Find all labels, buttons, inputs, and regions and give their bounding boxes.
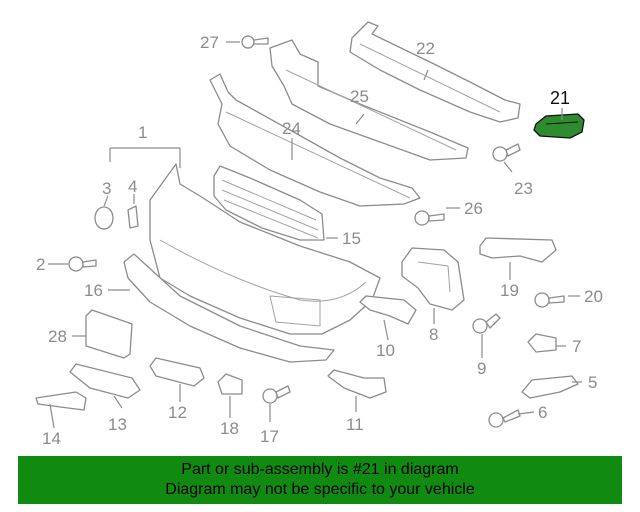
notice-line-2: Diagram may not be specific to your vehi… bbox=[165, 481, 475, 498]
callout-26: 26 bbox=[464, 199, 483, 218]
callout-1: 1 bbox=[138, 123, 147, 142]
part-12-grille-insert[interactable] bbox=[149, 357, 205, 387]
part-4-clip[interactable] bbox=[127, 205, 139, 229]
callout-6: 6 bbox=[538, 403, 547, 422]
callout-18: 18 bbox=[220, 419, 239, 438]
screw-27[interactable] bbox=[241, 35, 269, 49]
callout-9: 9 bbox=[477, 359, 486, 378]
callout-13: 13 bbox=[108, 415, 127, 434]
callout-25: 25 bbox=[350, 87, 369, 106]
callout-2: 2 bbox=[36, 255, 45, 274]
part-25-bumper-bar[interactable] bbox=[269, 39, 469, 161]
part-7-clip[interactable] bbox=[527, 333, 557, 353]
part-21-highlighted[interactable] bbox=[533, 113, 585, 139]
part-13-fog-frame[interactable] bbox=[69, 363, 141, 399]
part-19-bracket[interactable] bbox=[479, 237, 557, 263]
callout-16: 16 bbox=[84, 281, 103, 300]
callout-7: 7 bbox=[572, 337, 581, 356]
notice-line-1: Part or sub-assembly is #21 in diagram bbox=[181, 461, 459, 478]
callout-10: 10 bbox=[376, 341, 395, 360]
callout-21: 21 bbox=[550, 88, 570, 108]
callout-23: 23 bbox=[514, 179, 533, 198]
callout-24: 24 bbox=[282, 119, 301, 138]
part-10-trim[interactable] bbox=[359, 295, 417, 325]
part-16-spoiler[interactable] bbox=[123, 253, 335, 363]
part-28-plate[interactable] bbox=[85, 309, 133, 359]
screw-23[interactable] bbox=[492, 143, 521, 162]
part-8-air-duct[interactable] bbox=[401, 247, 465, 311]
screw-2[interactable] bbox=[68, 256, 97, 272]
callout-8: 8 bbox=[429, 325, 438, 344]
callout-11: 11 bbox=[346, 415, 364, 434]
parts-diagram: 1 2 3 4 5 6 7 8 9 10 11 12 13 14 15 16 1… bbox=[35, 21, 603, 448]
part-3-cap[interactable] bbox=[94, 206, 114, 230]
part-5-bracket[interactable] bbox=[521, 375, 579, 399]
callout-20: 20 bbox=[584, 287, 603, 306]
notice-banner: Part or sub-assembly is #21 in diagram D… bbox=[18, 456, 622, 504]
callout-17: 17 bbox=[260, 427, 279, 446]
callout-27: 27 bbox=[200, 33, 219, 52]
callout-5: 5 bbox=[588, 373, 597, 392]
part-24-carrier[interactable] bbox=[209, 73, 421, 207]
screw-17[interactable] bbox=[262, 385, 291, 404]
callout-3: 3 bbox=[102, 179, 111, 198]
leader-lines bbox=[48, 41, 582, 429]
part-1-bumper-cover[interactable] bbox=[149, 163, 381, 335]
callout-28: 28 bbox=[48, 327, 67, 346]
part-15-grille[interactable] bbox=[213, 165, 325, 241]
part-14-trim[interactable] bbox=[35, 391, 87, 411]
callout-19: 19 bbox=[500, 281, 519, 300]
callout-4: 4 bbox=[128, 177, 137, 196]
part-18-clip[interactable] bbox=[217, 373, 243, 395]
part-22-absorber[interactable] bbox=[349, 21, 521, 123]
part-11-bracket[interactable] bbox=[327, 369, 387, 399]
screw-9[interactable] bbox=[472, 313, 501, 334]
callout-12: 12 bbox=[168, 403, 187, 422]
callout-labels: 1 2 3 4 5 6 7 8 9 10 11 12 13 14 15 16 1… bbox=[36, 33, 603, 448]
screw-26[interactable] bbox=[414, 210, 445, 226]
callout-14: 14 bbox=[42, 429, 61, 448]
screw-6[interactable] bbox=[488, 409, 521, 428]
callout-22: 22 bbox=[416, 39, 435, 58]
screw-20[interactable] bbox=[534, 292, 565, 308]
callout-15: 15 bbox=[342, 229, 361, 248]
